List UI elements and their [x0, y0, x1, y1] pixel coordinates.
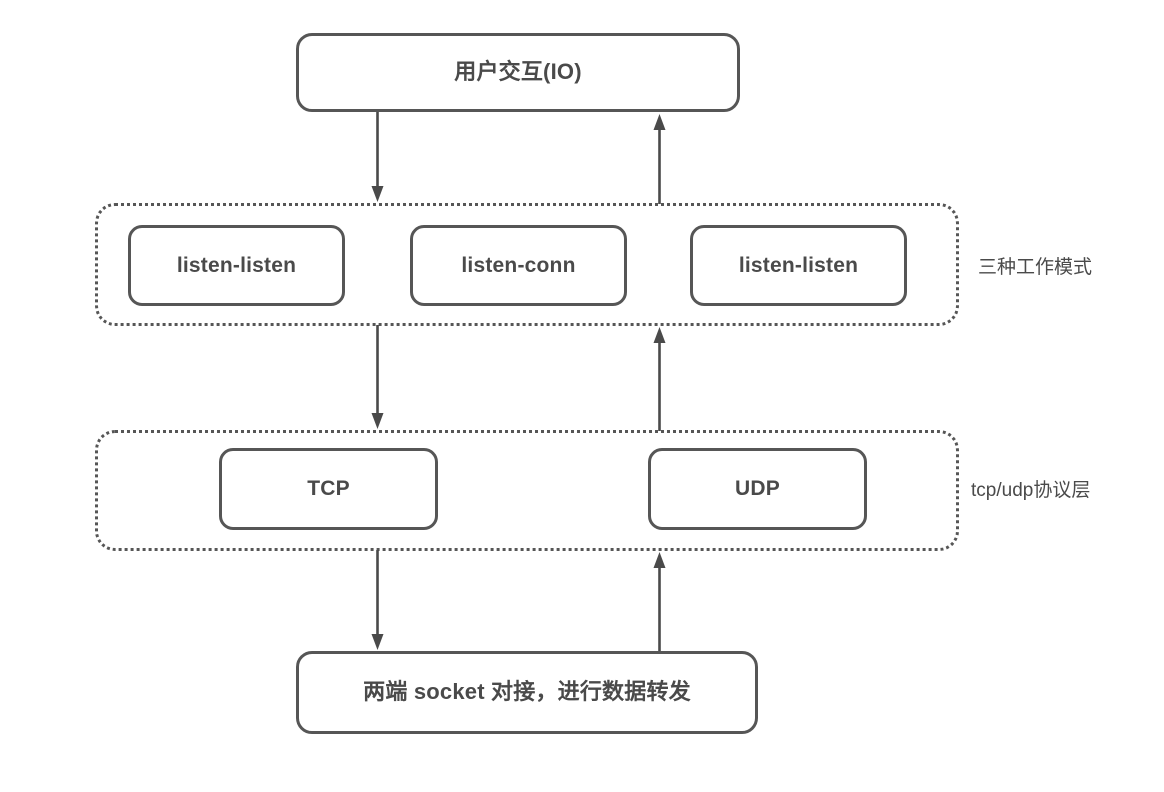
arrow-io-to-modes [371, 112, 384, 202]
node-user-interaction[interactable]: 用户交互(IO) [296, 33, 740, 112]
node-socket-forwarding-label: 两端 socket 对接，进行数据转发 [363, 679, 691, 705]
node-socket-forwarding[interactable]: 两端 socket 对接，进行数据转发 [296, 651, 758, 734]
arrow-socket-to-protocol [653, 552, 666, 652]
node-mode-3-label: listen-listen [738, 253, 859, 277]
group-working-modes [95, 203, 959, 326]
group-protocol-layer [95, 430, 959, 551]
group-label-protocol-layer: tcp/udp协议层 [971, 480, 1091, 501]
node-mode-1-label: listen-listen [176, 253, 297, 277]
arrow-modes-to-io [653, 114, 666, 204]
node-mode-listen-listen-1[interactable]: listen-listen [128, 225, 345, 306]
node-udp-label: UDP [735, 477, 780, 501]
node-mode-2-label: listen-conn [461, 253, 576, 277]
node-tcp-label: TCP [307, 477, 350, 501]
node-user-interaction-label: 用户交互(IO) [454, 59, 582, 85]
arrow-modes-to-protocol [371, 325, 384, 429]
arrow-protocol-to-socket [371, 550, 384, 650]
arrow-protocol-to-modes [653, 327, 666, 431]
group-label-working-modes: 三种工作模式 [978, 257, 1093, 278]
node-protocol-udp[interactable]: UDP [648, 448, 867, 530]
node-mode-listen-listen-2[interactable]: listen-listen [690, 225, 907, 306]
node-protocol-tcp[interactable]: TCP [219, 448, 438, 530]
node-mode-listen-conn[interactable]: listen-conn [410, 225, 627, 306]
